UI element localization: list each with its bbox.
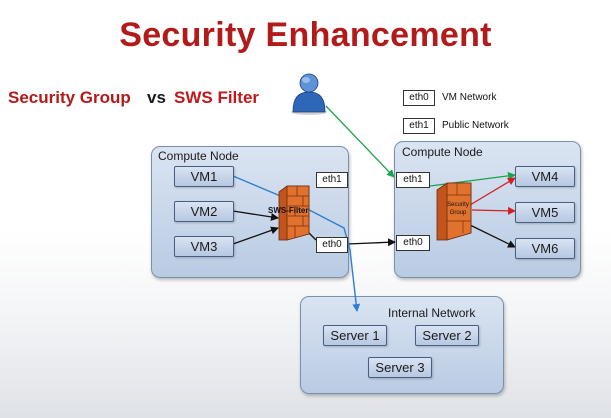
vm5-box: VM5 — [515, 202, 575, 223]
link-vm2-to-filter — [232, 210, 279, 221]
left-eth0: eth0 — [316, 237, 348, 253]
left-compute-node-title: Compute Node — [158, 149, 239, 163]
link-sg-to-vm4 — [469, 177, 516, 206]
security-group-icon — [436, 182, 472, 241]
subtitle-sws-filter: SWS Filter — [174, 88, 260, 107]
right-compute-node-title: Compute Node — [402, 145, 483, 159]
link-right-eth1-to-vm4 — [429, 171, 516, 187]
page-title: Security Enhancement — [119, 16, 492, 54]
vm6-box: VM6 — [515, 238, 575, 259]
subtitle-vs: vs — [147, 88, 166, 107]
firewall-icon — [278, 185, 310, 241]
link-left-eth0-to-right-eth0 — [346, 238, 396, 247]
vm1-box: VM1 — [174, 166, 234, 187]
security-group-label-line1: Security — [447, 202, 469, 208]
server3-box: Server 3 — [368, 357, 432, 378]
subtitle-security-group: Security Group — [8, 88, 131, 107]
left-eth1: eth1 — [316, 172, 348, 188]
link-vm3-to-filter — [232, 226, 279, 245]
link-user-to-right-eth1 — [325, 105, 395, 178]
link-sg-to-vm6 — [469, 224, 516, 248]
user-icon — [291, 73, 327, 115]
sws-filter-label: SWS-Filter — [268, 206, 309, 215]
vm4-box: VM4 — [515, 166, 575, 187]
right-eth0: eth0 — [396, 235, 430, 251]
legend-eth0-tag: eth0 — [403, 90, 435, 106]
legend-eth0-label: VM Network — [442, 92, 497, 103]
server1-box: Server 1 — [323, 325, 387, 346]
security-group-label-line2: Group — [449, 210, 467, 216]
link-sg-to-vm5 — [471, 206, 516, 215]
server2-box: Server 2 — [415, 325, 479, 346]
legend-eth1-tag: eth1 — [403, 118, 435, 134]
vm2-box: VM2 — [174, 201, 234, 222]
legend-eth1-label: Public Network — [442, 120, 509, 131]
link-vm1-to-internal-network — [232, 175, 361, 312]
vm3-box: VM3 — [174, 236, 234, 257]
right-eth1: eth1 — [396, 172, 430, 188]
internal-network-title: Internal Network — [388, 306, 476, 320]
